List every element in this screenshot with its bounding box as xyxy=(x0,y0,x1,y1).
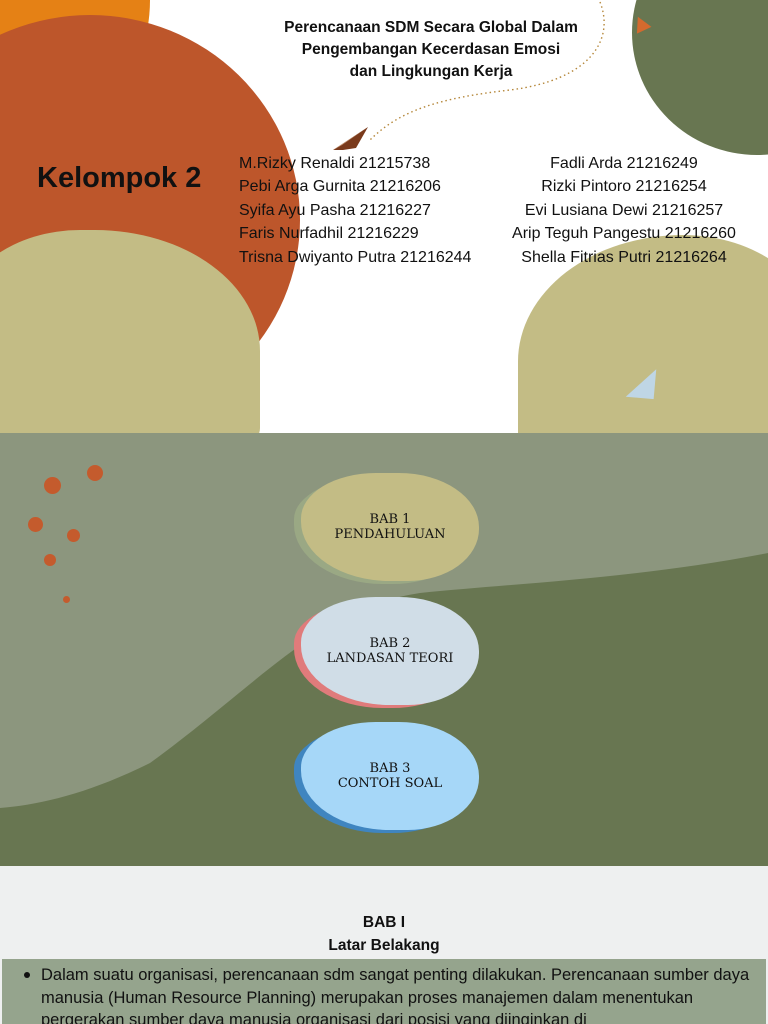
content-box: Dalam suatu organisasi, perencanaan sdm … xyxy=(2,959,766,1024)
member-item: Fadli Arda 21216249 xyxy=(550,155,698,172)
members-right-column: Fadli Arda 21216249 Rizki Pintoro 212162… xyxy=(495,152,753,269)
slide-title: Perencanaan SDM Secara Global Dalam Peng… xyxy=(0,0,768,433)
title-line-3: dan Lingkungan Kerja xyxy=(349,63,513,80)
member-item: Syifa Ayu Pasha 21216227 xyxy=(239,201,431,219)
bab1-card-face: BAB 1 PENDAHULUAN xyxy=(301,473,479,581)
presentation-title: Perencanaan SDM Secara Global Dalam Peng… xyxy=(258,17,604,83)
member-item: Pebi Arga Gurnita 21216206 xyxy=(239,178,441,196)
bab2-card-face: BAB 2 LANDASAN TEORI xyxy=(301,597,479,705)
bab2-number: BAB 2 xyxy=(369,636,411,651)
section-heading: BAB I Latar Belakang xyxy=(0,911,768,957)
decor-dot xyxy=(28,517,43,532)
decor-green-circle xyxy=(632,0,768,155)
bullet-icon xyxy=(24,972,30,978)
chapter-heading: BAB I xyxy=(362,914,406,931)
title-line-2: Pengembangan Kecerdasan Emosi xyxy=(301,41,561,58)
member-item: Faris Nurfadhil 21216229 xyxy=(239,225,419,243)
bab3-title: CONTOH SOAL xyxy=(337,776,443,791)
bab1-card[interactable]: BAB 1 PENDAHULUAN xyxy=(294,473,479,584)
decor-light-triangle-icon xyxy=(625,366,657,400)
decor-dot xyxy=(44,477,61,494)
decor-dot xyxy=(44,554,56,566)
bab1-number: BAB 1 xyxy=(369,512,411,527)
group-name: Kelompok 2 xyxy=(37,162,202,194)
paper-plane-icon xyxy=(333,127,368,150)
bab2-card[interactable]: BAB 2 LANDASAN TEORI xyxy=(294,597,479,708)
decor-dot xyxy=(87,465,103,481)
paragraph-text: Dalam suatu organisasi, perencanaan sdm … xyxy=(41,966,750,1024)
title-line-1: Perencanaan SDM Secara Global Dalam xyxy=(284,19,578,36)
bab1-title: PENDAHULUAN xyxy=(334,527,446,542)
paper-plane-trail xyxy=(333,1,605,150)
bab3-number: BAB 3 xyxy=(369,761,411,776)
members-left-column: M.Rizky Renaldi 21215738 Pebi Arga Gurni… xyxy=(239,152,471,269)
bab3-card[interactable]: BAB 3 CONTOH SOAL xyxy=(294,722,479,833)
decor-dot xyxy=(67,529,80,542)
member-item: M.Rizky Renaldi 21215738 xyxy=(239,155,431,172)
member-item: Trisna Dwiyanto Putra 21216244 xyxy=(239,248,472,266)
chapter-subheading: Latar Belakang xyxy=(328,937,440,954)
decor-dot xyxy=(63,596,70,603)
bab2-title: LANDASAN TEORI xyxy=(326,651,454,666)
slide-background: BAB I Latar Belakang Dalam suatu organis… xyxy=(0,866,768,1024)
bab3-card-face: BAB 3 CONTOH SOAL xyxy=(301,722,479,830)
member-item: Evi Lusiana Dewi 21216257 xyxy=(524,201,724,219)
member-item: Arip Teguh Pangestu 21216260 xyxy=(512,225,736,243)
slide-outline: BAB 1 PENDAHULUAN BAB 2 LANDASAN TEORI B… xyxy=(0,433,768,866)
member-item: Shella Fitrias Putri 21216264 xyxy=(521,248,727,266)
member-item: Rizki Pintoro 21216254 xyxy=(541,178,707,196)
